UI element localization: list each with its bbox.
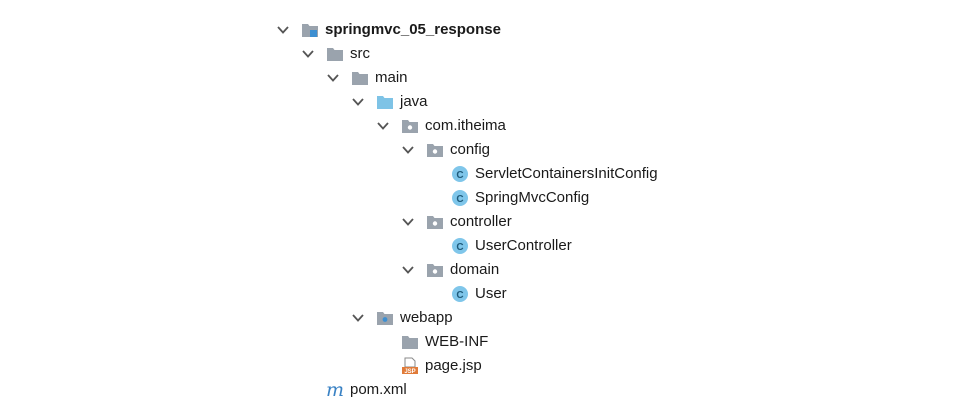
tree-item-label: src [350,45,370,62]
tree-item-pom-xml[interactable]: m pom.xml [301,378,407,402]
tree-item-controller[interactable]: controller [401,210,512,234]
chevron-down-icon[interactable] [401,263,415,277]
chevron-down-icon[interactable] [276,23,290,37]
source-root-folder-icon [376,93,394,111]
maven-icon: m [326,379,345,401]
tree-item-label: springmvc_05_response [325,21,501,38]
svg-text:C: C [456,194,463,205]
module-folder-icon [301,21,319,39]
class-icon: C [451,189,469,207]
tree-item-label: main [375,69,408,86]
svg-text:JSP: JSP [404,369,415,375]
chevron-down-icon[interactable] [376,119,390,133]
tree-item-label: WEB-INF [425,333,489,350]
class-icon: C [451,237,469,255]
tree-item-java[interactable]: java [351,90,428,114]
tree-item-label: controller [450,213,512,230]
tree-item-label: pom.xml [350,381,407,398]
folder-icon [351,69,369,87]
tree-item-label: SpringMvcConfig [475,189,590,206]
web-folder-icon [376,309,394,327]
tree-item-domain[interactable]: domain [401,258,499,282]
tree-item-main[interactable]: main [326,66,408,90]
tree-item-label: java [400,93,428,110]
tree-item-spring-mvc-config[interactable]: C SpringMvcConfig [426,186,589,210]
package-icon [426,213,444,231]
package-icon [426,141,444,159]
svg-text:C: C [456,290,463,301]
tree-item-label: config [450,141,491,158]
tree-item-label: ServletContainersInitConfig [475,165,658,182]
svg-text:C: C [456,242,463,253]
tree-item-servlet-containers-init-config[interactable]: C ServletContainersInitConfig [426,162,658,186]
tree-item-page-jsp[interactable]: JSP page.jsp [376,354,482,378]
class-icon: C [451,165,469,183]
tree-item-com-itheima[interactable]: com.itheima [376,114,506,138]
jsp-file-icon: JSP [401,357,419,375]
tree-item-webapp[interactable]: webapp [351,306,453,330]
tree-item-label: page.jsp [425,357,482,374]
tree-item-label: webapp [400,309,453,326]
folder-icon [401,333,419,351]
tree-item-user-controller[interactable]: C UserController [426,234,572,258]
tree-item-root[interactable]: springmvc_05_response [276,18,501,42]
package-icon [426,261,444,279]
chevron-down-icon[interactable] [301,47,315,61]
chevron-down-icon[interactable] [351,95,365,109]
chevron-down-icon[interactable] [401,215,415,229]
svg-text:C: C [456,170,463,181]
tree-item-label: domain [450,261,500,278]
class-icon: C [451,285,469,303]
folder-icon [326,45,344,63]
chevron-down-icon[interactable] [401,143,415,157]
tree-item-user[interactable]: C User [426,282,507,306]
chevron-down-icon[interactable] [326,71,340,85]
tree-item-config[interactable]: config [401,138,490,162]
tree-item-label: UserController [475,237,572,254]
tree-item-label: com.itheima [425,117,506,134]
package-icon [401,117,419,135]
tree-item-src[interactable]: src [301,42,370,66]
tree-item-label: User [475,285,507,302]
tree-item-web-inf[interactable]: WEB-INF [376,330,488,354]
chevron-down-icon[interactable] [351,311,365,325]
